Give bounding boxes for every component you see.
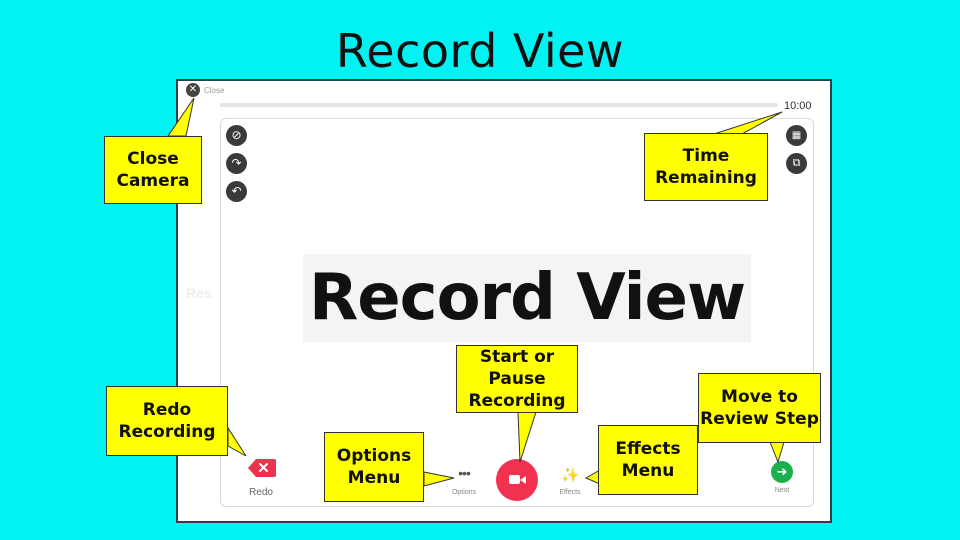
redo-icon[interactable] (248, 458, 276, 478)
forward-icon[interactable]: ↷ (226, 153, 247, 174)
time-remaining-readout: 10:00 (784, 100, 812, 112)
callout-effects-menu: Effects Menu (598, 425, 698, 495)
canvas-heading: Record View (308, 261, 746, 335)
callout-options-menu: Options Menu (324, 432, 424, 502)
video-camera-lens (520, 476, 526, 484)
callout-time-remaining: Time Remaining (644, 133, 768, 201)
next-label[interactable]: Next (774, 487, 790, 494)
record-button[interactable] (496, 459, 538, 501)
callout-move-review: Move to Review Step (698, 373, 821, 443)
close-label[interactable]: Close (204, 86, 225, 95)
video-camera-icon (509, 475, 520, 484)
callout-redo-recording: Redo Recording (106, 386, 228, 456)
undo-icon[interactable]: ↶ (226, 181, 247, 202)
redo-label[interactable]: Redo (249, 487, 273, 498)
faded-background-text: Res (186, 285, 212, 301)
effects-label[interactable]: Effects (559, 489, 581, 496)
clear-icon[interactable]: ⊘ (226, 125, 247, 146)
slide-title: Record View (335, 24, 625, 78)
time-progress-track (220, 103, 778, 107)
next-arrow-icon[interactable]: ➜ (771, 461, 793, 483)
options-icon[interactable]: ••• (458, 465, 471, 481)
screen-share-icon[interactable]: ⧉ (786, 153, 807, 174)
close-icon[interactable]: ✕ (186, 83, 200, 97)
callout-start-pause: Start or Pause Recording (456, 345, 578, 413)
magic-wand-icon[interactable]: ✨ (561, 467, 580, 484)
options-label[interactable]: Options (451, 489, 477, 496)
keyboard-icon[interactable]: ▦ (786, 125, 807, 146)
callout-close-camera: Close Camera (104, 136, 202, 204)
canvas-heading-banner (303, 254, 751, 342)
